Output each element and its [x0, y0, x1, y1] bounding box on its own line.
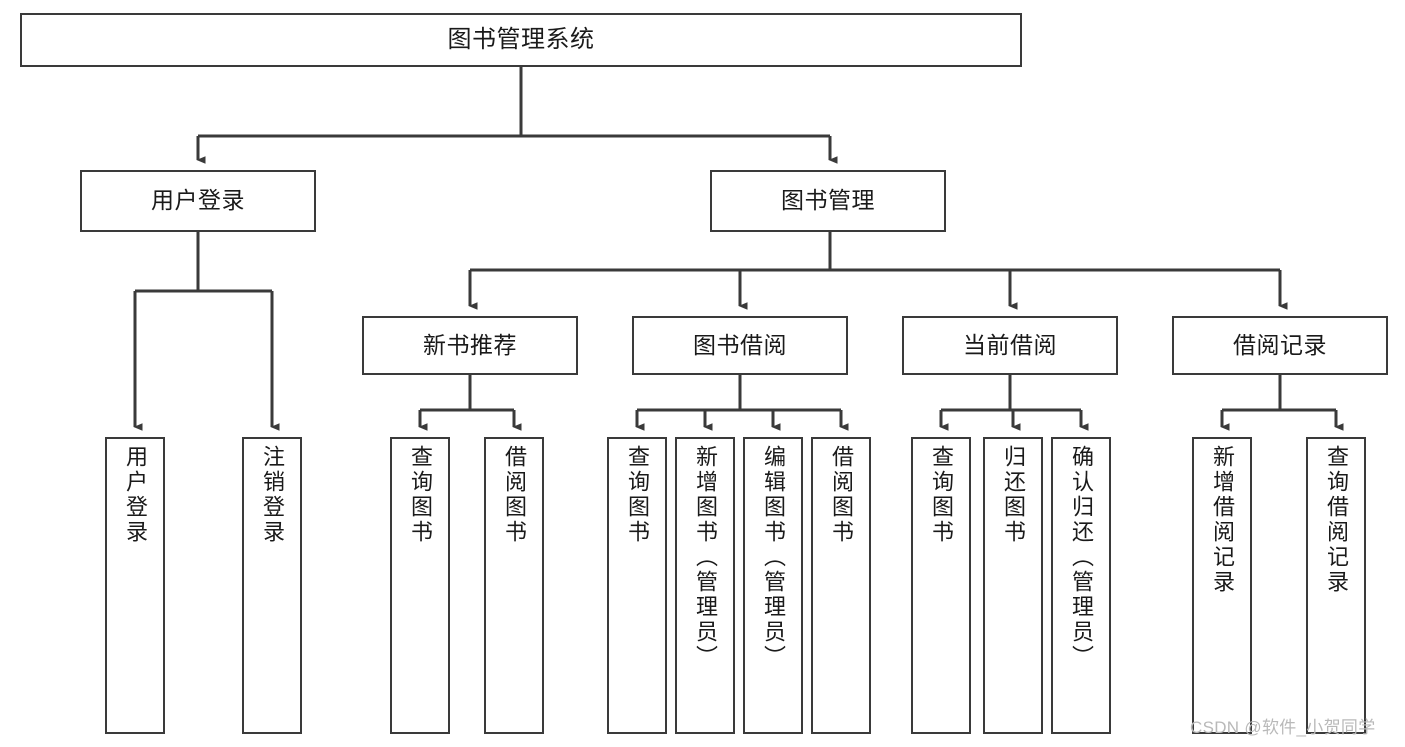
leaf-add-book-label: 新增图书（管理员）	[693, 445, 718, 670]
node-book-manage[interactable]: 图书管理	[710, 170, 946, 232]
leaf-edit-book-label: 编辑图书（管理员）	[761, 445, 786, 670]
node-book-borrow-label: 图书借阅	[693, 331, 787, 358]
leaf-add-record-label: 新增借阅记录	[1210, 445, 1235, 595]
csdn-watermark: CSDN @软件_小贺同学	[1190, 718, 1376, 737]
node-borrow-record-label: 借阅记录	[1233, 331, 1327, 358]
leaf-query-book-rec-label: 查询图书	[408, 445, 433, 545]
leaf-query-book-borrow[interactable]: 查询图书	[607, 437, 667, 734]
leaf-add-book[interactable]: 新增图书（管理员）	[675, 437, 735, 734]
leaf-user-logout[interactable]: 注销登录	[242, 437, 302, 734]
node-borrow-record[interactable]: 借阅记录	[1172, 316, 1388, 375]
leaf-confirm-return-label: 确认归还（管理员）	[1069, 445, 1094, 670]
node-root[interactable]: 图书管理系统	[20, 13, 1022, 67]
leaf-query-book-rec[interactable]: 查询图书	[390, 437, 450, 734]
node-root-label: 图书管理系统	[447, 25, 595, 53]
leaf-borrow-book[interactable]: 借阅图书	[811, 437, 871, 734]
node-current-borrow-label: 当前借阅	[963, 331, 1057, 358]
node-book-borrow[interactable]: 图书借阅	[632, 316, 848, 375]
leaf-user-login[interactable]: 用户登录	[105, 437, 165, 734]
node-current-borrow[interactable]: 当前借阅	[902, 316, 1118, 375]
leaf-query-record[interactable]: 查询借阅记录	[1306, 437, 1366, 734]
leaf-return-book[interactable]: 归还图书	[983, 437, 1043, 734]
leaf-query-book-cur[interactable]: 查询图书	[911, 437, 971, 734]
leaf-borrow-book-label: 借阅图书	[829, 445, 854, 545]
leaf-query-book-borrow-label: 查询图书	[625, 445, 650, 545]
leaf-query-record-label: 查询借阅记录	[1324, 445, 1349, 595]
leaf-query-book-cur-label: 查询图书	[929, 445, 954, 545]
node-new-book-rec-label: 新书推荐	[423, 331, 517, 358]
leaf-user-login-label: 用户登录	[123, 445, 148, 545]
leaf-edit-book[interactable]: 编辑图书（管理员）	[743, 437, 803, 734]
leaf-add-record[interactable]: 新增借阅记录	[1192, 437, 1252, 734]
leaf-confirm-return[interactable]: 确认归还（管理员）	[1051, 437, 1111, 734]
node-new-book-rec[interactable]: 新书推荐	[362, 316, 578, 375]
node-book-manage-label: 图书管理	[781, 187, 875, 214]
leaf-return-book-label: 归还图书	[1001, 445, 1026, 545]
leaf-borrow-book-rec[interactable]: 借阅图书	[484, 437, 544, 734]
leaf-borrow-book-rec-label: 借阅图书	[502, 445, 527, 545]
leaf-user-logout-label: 注销登录	[260, 445, 285, 545]
node-user-login[interactable]: 用户登录	[80, 170, 316, 232]
node-user-login-label: 用户登录	[151, 187, 245, 214]
